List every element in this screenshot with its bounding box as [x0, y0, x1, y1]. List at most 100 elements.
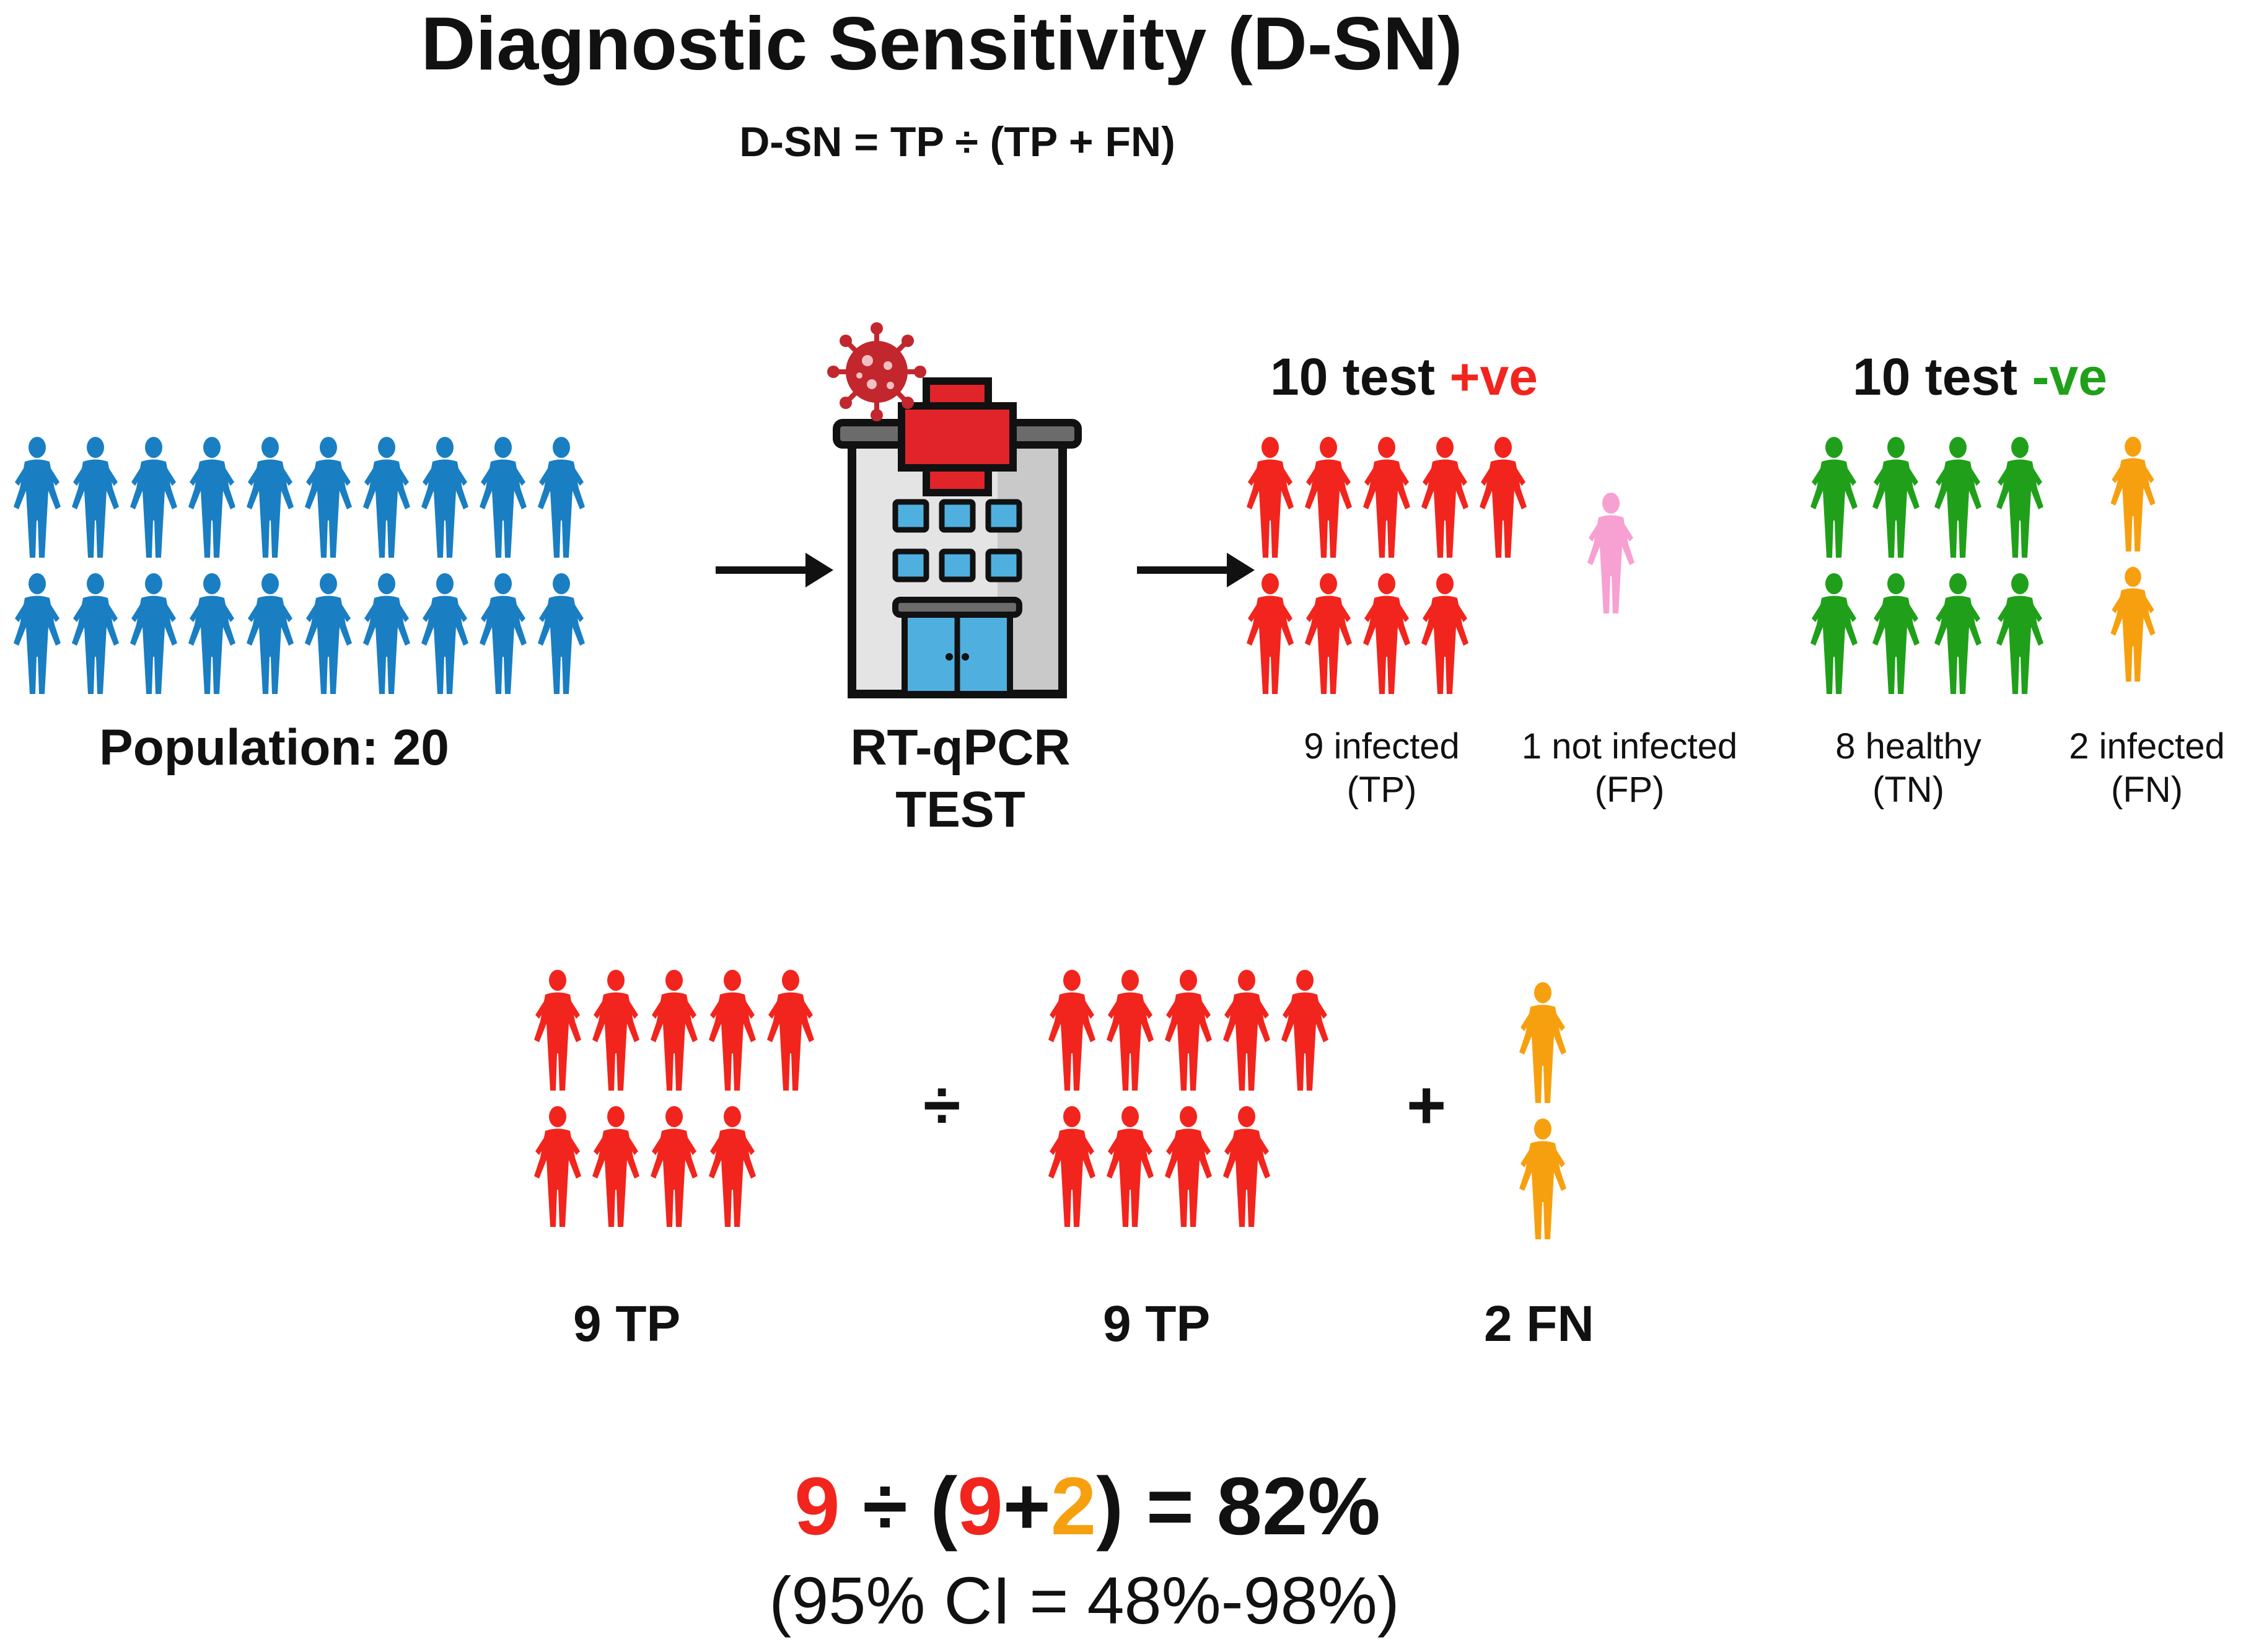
population-label: Population: 20: [99, 719, 449, 776]
person-icon: [14, 573, 61, 694]
result-equation: 9 ÷ (9+2) = 82%: [0, 1459, 2175, 1553]
confidence-interval: (95% CI = 48%-98%): [769, 1563, 1400, 1638]
person-icon: [651, 970, 698, 1091]
positive-fp-figures: [1587, 493, 1634, 613]
fp-group-label-line2: (FP): [1594, 769, 1665, 810]
person-icon: [2110, 436, 2156, 551]
person-icon: [305, 437, 352, 558]
negative-heading: 10 test -ve: [1853, 347, 2107, 407]
tp-group-label-line1: 9 infected: [1304, 726, 1460, 767]
population-figures: [14, 437, 585, 694]
person-icon: [1587, 493, 1634, 613]
positive-tp-figures: [1247, 437, 1527, 694]
person-icon: [1810, 437, 1858, 558]
person-icon: [651, 1106, 698, 1227]
person-icon: [363, 573, 410, 694]
person-icon: [1519, 982, 1566, 1103]
person-icon: [247, 573, 294, 694]
person-icon: [767, 970, 814, 1091]
denominator-tp-label: 9 TP: [1103, 1296, 1211, 1352]
person-icon: [1305, 437, 1352, 558]
person-icon: [1363, 573, 1410, 694]
person-icon: [130, 573, 177, 694]
negative-heading-prefix: 10 test: [1853, 348, 2032, 406]
arrow-icon: [716, 553, 833, 587]
person-icon: [421, 437, 468, 558]
result-tp: 9: [794, 1461, 840, 1552]
positive-heading: 10 test +ve: [1270, 347, 1538, 407]
person-icon: [1934, 437, 1981, 558]
person-icon: [188, 437, 235, 558]
person-icon: [14, 437, 61, 558]
person-icon: [534, 970, 581, 1091]
page-title: Diagnostic Sensitivity (D-SN): [421, 1, 1463, 86]
person-icon: [538, 437, 585, 558]
person-icon: [1872, 437, 1920, 558]
tp-group-label-line2: (TP): [1346, 769, 1417, 810]
person-icon: [1519, 1118, 1566, 1239]
person-icon: [72, 573, 119, 694]
person-icon: [1048, 970, 1095, 1091]
person-icon: [709, 1106, 756, 1227]
negative-tn-figures: [1810, 437, 2043, 694]
fn-group-label: 2 infected (FN): [2045, 725, 2249, 811]
person-icon: [1996, 437, 2043, 558]
person-icon: [1165, 1106, 1212, 1227]
person-icon: [1247, 573, 1294, 694]
person-icon: [130, 437, 177, 558]
person-icon: [1048, 1106, 1095, 1227]
negative-heading-suffix: -ve: [2032, 348, 2107, 406]
result-op1: ÷ (: [840, 1461, 958, 1552]
sensitivity-formula: D-SN = TP ÷ (TP + FN): [739, 118, 1175, 165]
person-icon: [1810, 573, 1858, 694]
denominator-tp-figures: [1048, 970, 1328, 1227]
person-icon: [363, 437, 410, 558]
person-icon: [188, 573, 235, 694]
person-icon: [1107, 970, 1154, 1091]
numerator-tp-figures: [534, 970, 814, 1227]
positive-heading-prefix: 10 test: [1270, 348, 1450, 406]
person-icon: [1281, 970, 1328, 1091]
person-icon: [1996, 573, 2043, 694]
denominator-fn-label: 2 FN: [1484, 1296, 1594, 1352]
person-icon: [1305, 573, 1352, 694]
person-icon: [592, 1106, 639, 1227]
tn-group-label-line2: (TN): [1872, 769, 1944, 810]
person-icon: [1223, 1106, 1270, 1227]
person-icon: [1872, 573, 1920, 694]
numerator-label: 9 TP: [573, 1296, 681, 1352]
result-fn: 2: [1050, 1461, 1097, 1552]
virus-icon: [827, 322, 926, 421]
result-end: ) = 82%: [1096, 1461, 1380, 1552]
person-icon: [709, 970, 756, 1091]
tp-group-label: 9 infected (TP): [1264, 725, 1499, 811]
person-icon: [1421, 573, 1468, 694]
person-icon: [1107, 1106, 1154, 1227]
person-icon: [538, 573, 585, 694]
fp-group-label-line1: 1 not infected: [1521, 726, 1738, 767]
person-icon: [1247, 437, 1294, 558]
test-label-line1: RT-qPCR: [850, 719, 1071, 776]
person-icon: [2110, 566, 2156, 682]
person-icon: [421, 573, 468, 694]
result-tp2: 9: [957, 1461, 1003, 1552]
tn-group-label: 8 healthy (TN): [1797, 725, 2020, 811]
person-icon: [1223, 970, 1270, 1091]
arrow-icon: [1137, 553, 1255, 587]
tn-group-label-line1: 8 healthy: [1835, 726, 1981, 767]
person-icon: [1480, 437, 1527, 558]
person-icon: [1165, 970, 1212, 1091]
person-icon: [592, 970, 639, 1091]
plus-symbol: +: [1406, 1067, 1447, 1143]
person-icon: [534, 1106, 581, 1227]
result-plus: +: [1003, 1461, 1051, 1552]
hospital-icon: [827, 322, 1082, 698]
person-icon: [1421, 437, 1468, 558]
test-label-line2: TEST: [895, 781, 1025, 838]
person-icon: [480, 573, 527, 694]
person-icon: [72, 437, 119, 558]
person-icon: [247, 437, 294, 558]
person-icon: [1934, 573, 1981, 694]
person-icon: [305, 573, 352, 694]
